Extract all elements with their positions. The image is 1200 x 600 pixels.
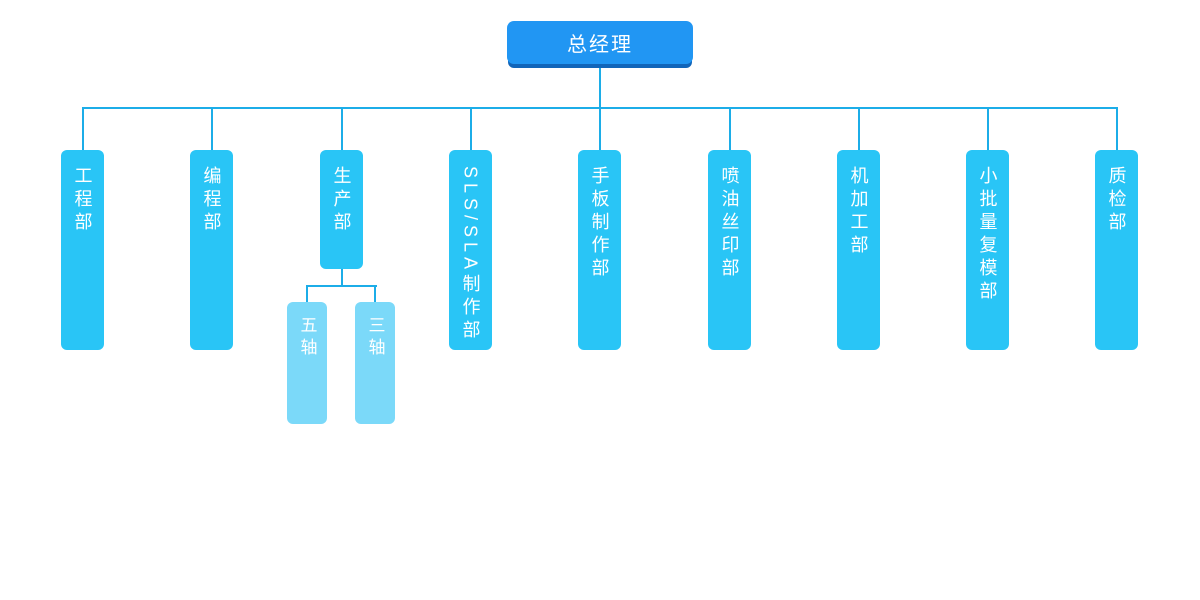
connector-drop-production <box>341 107 343 150</box>
connector-drop-spray-silkscreen <box>729 107 731 150</box>
connector-drop-machining <box>858 107 860 150</box>
org-node-prototype: 手板制作部 <box>578 150 621 350</box>
org-node-engineering-label: 工程部 <box>72 166 93 235</box>
org-node-quality-label: 质检部 <box>1106 166 1127 235</box>
org-node-spray-silkscreen: 喷油丝印部 <box>708 150 751 350</box>
org-node-machining: 机加工部 <box>837 150 880 350</box>
org-node-production-label: 生产部 <box>331 166 352 235</box>
org-node-spray-silkscreen-label: 喷油丝印部 <box>719 166 740 281</box>
org-node-prototype-label: 手板制作部 <box>589 166 610 281</box>
connector-root-drop <box>599 68 601 108</box>
org-node-three-axis-label: 三轴 <box>365 316 385 360</box>
org-node-small-batch: 小批量复模部 <box>966 150 1009 350</box>
org-node-root-label: 总经理 <box>567 34 633 56</box>
org-node-machining-label: 机加工部 <box>848 166 869 258</box>
connector-drop-small-batch <box>987 107 989 150</box>
org-node-small-batch-label: 小批量复模部 <box>977 166 998 304</box>
connector-drop-five-axis <box>306 286 308 302</box>
connector-drop-sls-sla <box>470 107 472 150</box>
org-node-production: 生产部 <box>320 150 363 269</box>
connector-drop-quality <box>1116 107 1118 150</box>
org-node-sls-sla-label: SLS/SLA制作部 <box>460 166 481 344</box>
org-node-sls-sla: SLS/SLA制作部 <box>449 150 492 350</box>
connector-drop-programming <box>211 107 213 150</box>
connector-drop-engineering <box>82 107 84 150</box>
connector-drop-prototype <box>599 107 601 150</box>
org-node-programming: 编程部 <box>190 150 233 350</box>
org-node-root: 总经理 <box>507 21 693 64</box>
connector-production-drop <box>341 268 343 286</box>
org-node-engineering: 工程部 <box>61 150 104 350</box>
connector-production-rail <box>306 285 377 287</box>
org-node-three-axis: 三轴 <box>355 302 395 424</box>
org-node-five-axis-label: 五轴 <box>297 316 317 360</box>
org-node-quality: 质检部 <box>1095 150 1138 350</box>
org-node-five-axis: 五轴 <box>287 302 327 424</box>
org-node-programming-label: 编程部 <box>201 166 222 235</box>
connector-drop-three-axis <box>374 286 376 302</box>
